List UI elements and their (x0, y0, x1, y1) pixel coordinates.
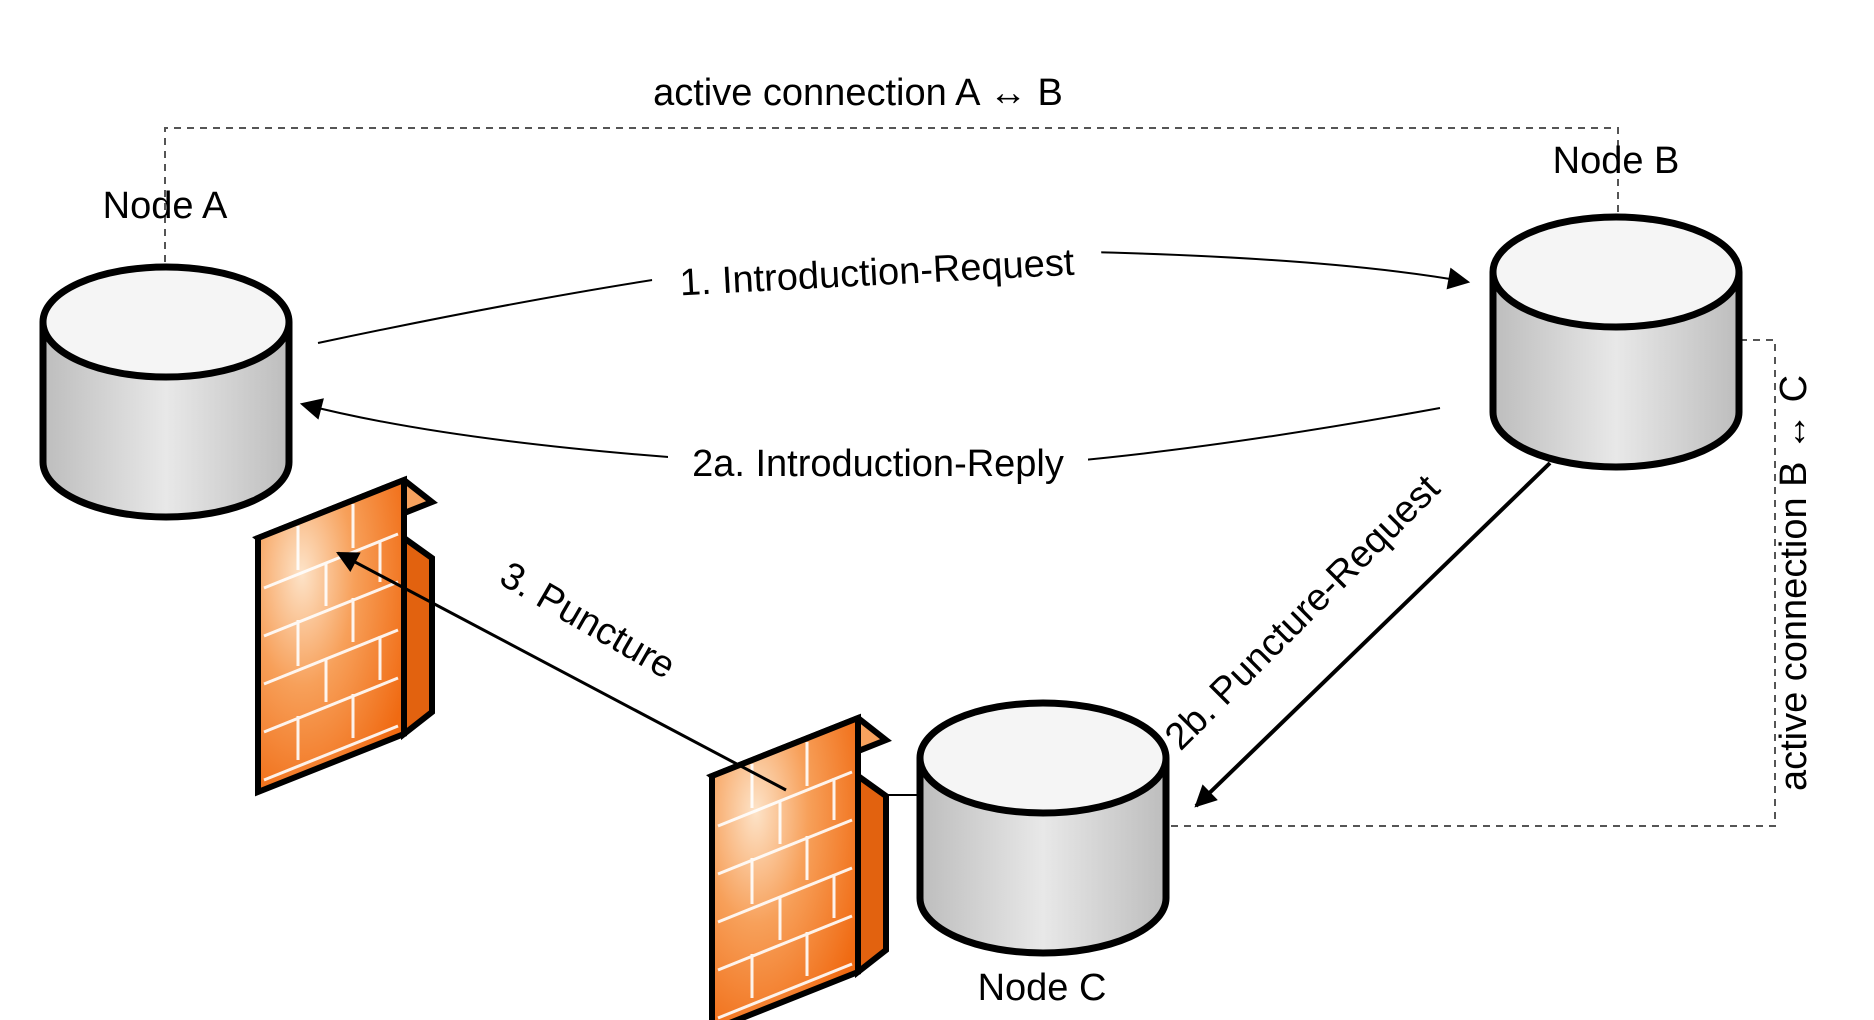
puncture-arrow (336, 551, 787, 792)
active-connection-ab-line (164, 127, 1619, 262)
node-a-label: Node A (103, 185, 228, 227)
active-connection-bc-line (1165, 339, 1776, 827)
node-b-database-icon (1493, 217, 1739, 467)
node-b-label: Node B (1553, 140, 1680, 182)
introduction-reply-label: 2a. Introduction-Reply (692, 443, 1064, 485)
node-a-database-icon (43, 267, 289, 517)
puncture-request-label: 2b. Puncture-Request (1157, 467, 1448, 758)
puncture-label: 3. Puncture (493, 554, 682, 688)
node-c-label: Node C (978, 967, 1107, 1009)
active-connection-bc-label: active connection B ↔ C (1773, 375, 1815, 791)
puncture-request-arrow (1194, 461, 1552, 808)
active-connection-ab-label: active connection A ↔ B (653, 72, 1063, 114)
node-c-database-icon (920, 703, 1166, 953)
node-a-firewall-icon (258, 480, 432, 792)
